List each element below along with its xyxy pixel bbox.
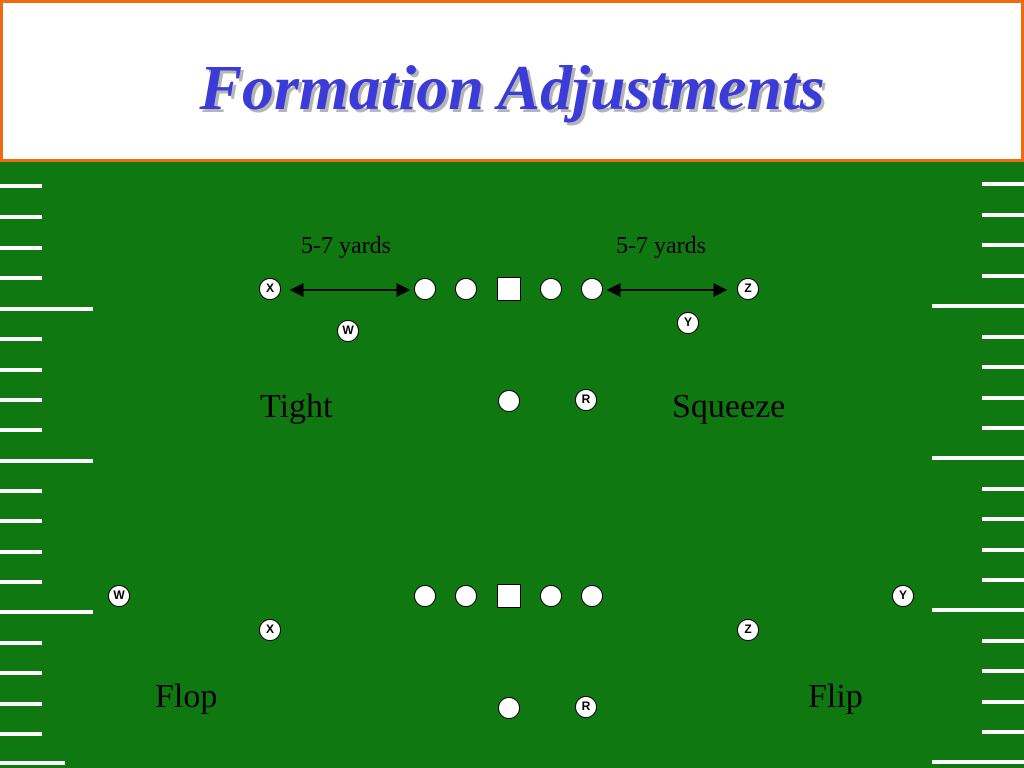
hash-mark bbox=[982, 213, 1024, 217]
hash-mark bbox=[0, 671, 42, 675]
hash-mark bbox=[0, 276, 42, 280]
yard-line-mark bbox=[932, 304, 1024, 308]
slide-title: Formation Adjustments bbox=[199, 52, 825, 123]
hash-mark bbox=[0, 702, 42, 706]
quarterback bbox=[498, 697, 520, 719]
hash-mark bbox=[0, 580, 42, 584]
hash-mark bbox=[982, 182, 1024, 186]
quarterback bbox=[498, 390, 520, 412]
yard-line-mark bbox=[932, 608, 1024, 612]
flip-label: Flip bbox=[808, 678, 863, 715]
player-x: X bbox=[259, 278, 281, 300]
hash-mark bbox=[0, 368, 42, 372]
offensive-lineman bbox=[581, 278, 603, 300]
player-x: X bbox=[259, 619, 281, 641]
hash-mark bbox=[982, 730, 1024, 734]
yard-line-mark bbox=[0, 307, 93, 311]
offensive-lineman bbox=[455, 585, 477, 607]
hash-mark bbox=[982, 487, 1024, 491]
player-y: Y bbox=[677, 312, 699, 334]
offensive-lineman bbox=[455, 278, 477, 300]
hash-mark bbox=[0, 184, 42, 188]
hash-mark bbox=[0, 550, 42, 554]
hash-mark bbox=[982, 639, 1024, 643]
yard-line-mark bbox=[0, 610, 93, 614]
player-r: R bbox=[575, 389, 597, 411]
player-r: R bbox=[575, 696, 597, 718]
hash-mark bbox=[0, 337, 42, 341]
left-distance-label: 5-7 yards bbox=[301, 233, 391, 259]
hash-mark bbox=[0, 428, 42, 432]
player-w: W bbox=[337, 320, 359, 342]
tight-label: Tight bbox=[260, 388, 333, 425]
hash-mark bbox=[982, 426, 1024, 430]
hash-mark bbox=[982, 700, 1024, 704]
player-w: W bbox=[108, 585, 130, 607]
offensive-lineman bbox=[540, 278, 562, 300]
hash-mark bbox=[0, 489, 42, 493]
football-field bbox=[0, 162, 1024, 768]
right-distance-label: 5-7 yards bbox=[616, 233, 706, 259]
hash-mark bbox=[982, 669, 1024, 673]
offensive-lineman bbox=[581, 585, 603, 607]
hash-mark bbox=[982, 548, 1024, 552]
squeeze-label: Squeeze bbox=[672, 388, 786, 425]
hash-mark bbox=[982, 274, 1024, 278]
hash-mark bbox=[0, 519, 42, 523]
yard-line-mark bbox=[932, 760, 1024, 764]
hash-mark bbox=[982, 243, 1024, 247]
center-square bbox=[497, 277, 521, 301]
flop-label: Flop bbox=[155, 678, 218, 715]
yard-line-mark bbox=[0, 459, 93, 463]
hash-mark bbox=[982, 396, 1024, 400]
hash-mark bbox=[0, 732, 42, 736]
hash-mark bbox=[982, 517, 1024, 521]
player-y: Y bbox=[892, 585, 914, 607]
yard-line-mark bbox=[932, 456, 1024, 460]
hash-mark bbox=[0, 215, 42, 219]
offensive-lineman bbox=[414, 585, 436, 607]
yard-line-mark bbox=[0, 761, 65, 765]
player-z: Z bbox=[737, 619, 759, 641]
hash-mark bbox=[0, 398, 42, 402]
offensive-lineman bbox=[414, 278, 436, 300]
hash-mark bbox=[982, 335, 1024, 339]
offensive-lineman bbox=[540, 585, 562, 607]
player-z: Z bbox=[737, 278, 759, 300]
hash-mark bbox=[982, 365, 1024, 369]
hash-mark bbox=[982, 578, 1024, 582]
hash-mark bbox=[0, 246, 42, 250]
center-square bbox=[497, 584, 521, 608]
title-banner: Formation Adjustments bbox=[0, 0, 1024, 162]
hash-mark bbox=[0, 641, 42, 645]
